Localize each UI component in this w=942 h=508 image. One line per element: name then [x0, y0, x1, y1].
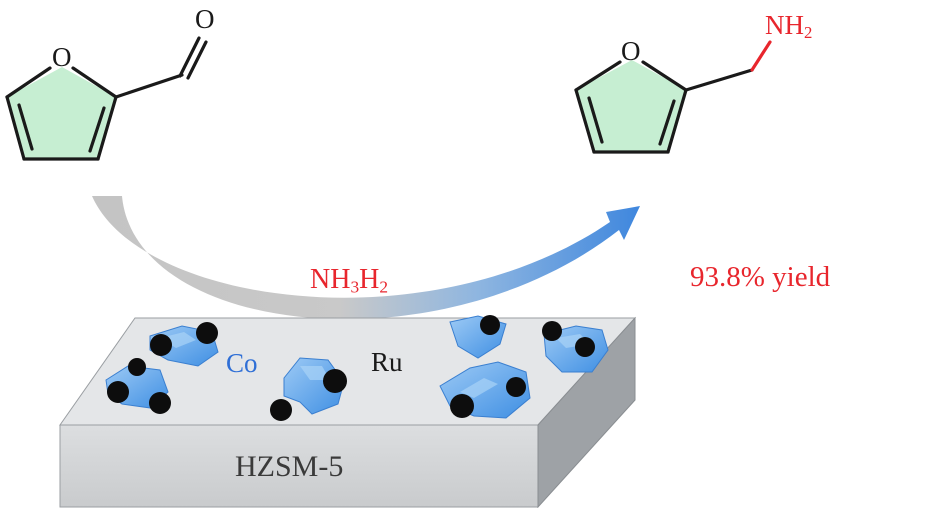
reagent-hydrogen-subscript: 2: [379, 277, 389, 297]
furfurylamine-molecule: [574, 40, 772, 154]
amine-group-label: NH2: [765, 12, 812, 42]
furfural-bond-c2-c3-double: [88, 106, 106, 153]
reaction-arrow: [92, 196, 640, 320]
cobalt-cluster-highlight: [300, 366, 330, 380]
furfurylamine-bond-c4-c5: [574, 88, 596, 154]
furfurylamine-bond-c4-c5-double: [587, 96, 604, 144]
furfural-bond-o-c2: [71, 66, 118, 99]
ruthenium-particle: [150, 334, 172, 356]
ruthenium-label: Ru: [371, 347, 403, 377]
reagent-ammonia-text: NH: [310, 264, 351, 295]
ruthenium-particle: [542, 321, 562, 341]
cobalt-label: Co: [226, 348, 258, 378]
furfurylamine-bond-c2-ch2: [684, 68, 754, 92]
amine-label-subscript: 2: [804, 23, 813, 43]
ruthenium-particle: [196, 322, 218, 344]
ruthenium-particle: [450, 394, 474, 418]
furfurylamine-bond-c5-o: [574, 60, 622, 92]
cobalt-cluster-highlight: [460, 378, 498, 398]
reagent-ammonia-subscript: 3: [350, 277, 360, 297]
furfural-ring-oxygen-label: O: [52, 42, 72, 72]
furfurylamine-ring-oxygen-label: O: [621, 36, 641, 66]
cobalt-cluster-highlight: [160, 332, 196, 348]
ruthenium-particle: [480, 315, 500, 335]
furfural-bond-c4-c5: [5, 95, 26, 161]
amine-label-text: NH: [765, 10, 804, 40]
furfural-bond-c-o-double-2: [186, 40, 208, 80]
furfural-bond-c5-o: [5, 66, 52, 99]
furfural-ring-fill: [7, 67, 116, 159]
furfurylamine-bond-o-c2: [641, 60, 688, 92]
ruthenium-particle: [128, 358, 146, 376]
furfurylamine-bond-c2-c3: [666, 88, 688, 154]
ruthenium-particle: [149, 392, 171, 414]
ruthenium-particle: [323, 369, 347, 393]
yield-label: 93.8% yield: [690, 261, 831, 293]
furfural-bond-c2-cho: [114, 73, 184, 99]
ruthenium-particle: [506, 377, 526, 397]
furfural-bond-c4-c5-double: [17, 103, 34, 151]
support-label: HZSM-5: [235, 450, 344, 483]
furfural-bond-c-o-double-1: [178, 36, 201, 78]
reagents-label: NH3H2: [310, 266, 388, 296]
ruthenium-particle: [270, 399, 292, 421]
furfural-molecule: [5, 36, 208, 161]
furfurylamine-ring-fill: [576, 60, 686, 152]
furfural-carbonyl-oxygen-label: O: [195, 4, 215, 34]
furfural-bond-c2-c3: [96, 95, 118, 161]
ruthenium-particle: [575, 337, 595, 357]
furfurylamine-bond-c2-c3-double: [658, 99, 676, 146]
reagent-hydrogen-text: H: [359, 264, 380, 295]
ruthenium-particle: [107, 381, 129, 403]
furfurylamine-bond-ch2-n: [750, 40, 772, 72]
